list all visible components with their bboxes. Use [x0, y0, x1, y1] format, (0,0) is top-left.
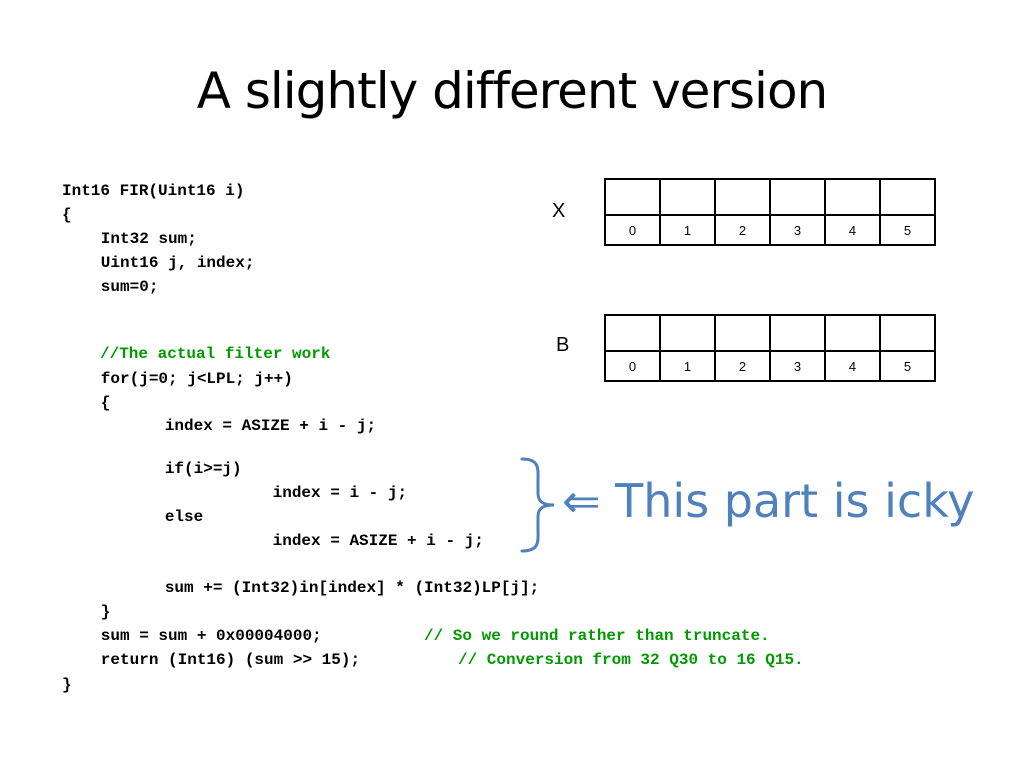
code-line: Int32 sum; — [72, 230, 197, 248]
code-line: Uint16 j, index; — [72, 254, 255, 272]
array-index: 2 — [714, 214, 771, 246]
array-cell — [604, 178, 661, 216]
code-line: index = ASIZE + i - j; — [119, 532, 484, 550]
code-line: { — [62, 206, 72, 224]
code-line: else — [88, 508, 204, 526]
array-x-diagram: 0 1 2 3 4 5 — [604, 178, 936, 246]
array-index: 4 — [824, 214, 881, 246]
code-line: } — [62, 676, 72, 694]
array-index: 4 — [824, 350, 881, 382]
array-index: 3 — [769, 350, 826, 382]
code-comment: // So we round rather than truncate. — [424, 627, 770, 645]
array-cell — [769, 314, 826, 352]
array-index: 0 — [604, 350, 661, 382]
array-cell — [659, 314, 716, 352]
array-cell — [714, 314, 771, 352]
code-line: return (Int16) (sum >> 15); — [72, 651, 361, 669]
array-x-label: X — [552, 200, 566, 222]
array-index: 5 — [879, 350, 936, 382]
slide-title: A slightly different version — [196, 62, 828, 120]
curly-brace-icon — [520, 457, 555, 553]
array-index: 5 — [879, 214, 936, 246]
array-cell — [824, 178, 881, 216]
array-b-label: B — [556, 334, 570, 356]
code-line: Int16 FIR(Uint16 i) — [62, 182, 245, 200]
code-line: index = ASIZE + i - j; — [88, 417, 377, 435]
array-index: 3 — [769, 214, 826, 246]
code-line: } — [72, 603, 111, 621]
array-cell — [769, 178, 826, 216]
code-line: index = i - j; — [119, 484, 408, 502]
array-cell — [879, 314, 936, 352]
array-cell — [604, 314, 661, 352]
callout-text: This part is icky — [615, 474, 975, 528]
array-cell — [824, 314, 881, 352]
array-index: 1 — [659, 214, 716, 246]
array-index: 1 — [659, 350, 716, 382]
array-index: 2 — [714, 350, 771, 382]
code-line: sum += (Int32)in[index] * (Int32)LP[j]; — [88, 579, 540, 597]
code-line: { — [72, 394, 111, 412]
array-cell — [714, 178, 771, 216]
arrow-left-icon: ⇐ — [562, 474, 601, 528]
array-b-diagram: 0 1 2 3 4 5 — [604, 314, 936, 382]
code-block: Int16 FIR(Uint16 i) { Int32 sum; Uint16 … — [0, 0, 804, 694]
callout: ⇐ This part is icky — [562, 474, 974, 528]
code-line: for(j=0; j<LPL; j++) — [72, 370, 293, 388]
array-cell — [659, 178, 716, 216]
code-comment: //The actual filter work — [100, 345, 331, 363]
array-index: 0 — [604, 214, 661, 246]
array-cell — [879, 178, 936, 216]
code-comment: // Conversion from 32 Q30 to 16 Q15. — [458, 651, 804, 669]
code-line: sum = sum + 0x00004000; — [72, 627, 322, 645]
code-line: if(i>=j) — [88, 460, 242, 478]
code-line: sum=0; — [72, 278, 159, 296]
